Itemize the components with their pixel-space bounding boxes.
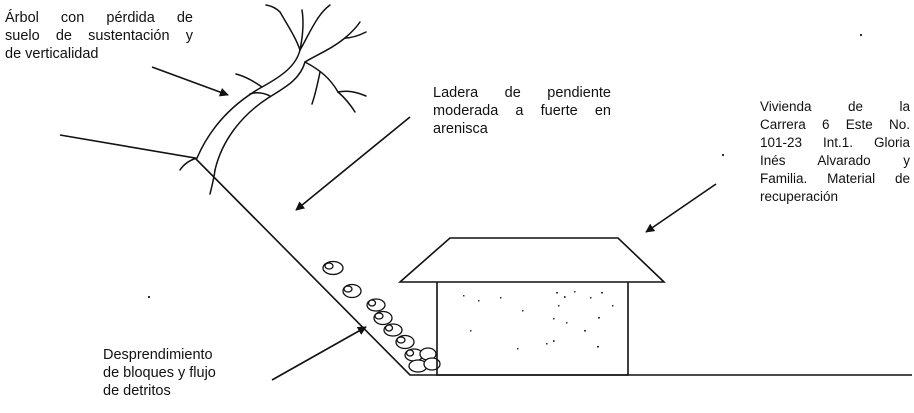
- label-debris-line: de bloques y flujo: [103, 365, 216, 381]
- fallen-blocks: [322, 260, 441, 373]
- house-roof: [397, 237, 666, 283]
- label-house-line: Carrera 6 Este No.: [760, 117, 910, 132]
- arrow-house: [645, 183, 717, 233]
- label-tree-line: suelo de sustentación y: [5, 28, 193, 44]
- stray-dot: [148, 296, 150, 298]
- label-debris-line: Desprendimiento: [103, 347, 213, 363]
- label-debris: Desprendimiento de bloques y flujo de de…: [103, 346, 263, 400]
- label-house: Vivienda de la Carrera 6 Este No. 101-23…: [760, 98, 910, 206]
- label-slope-line: arenisca: [433, 121, 488, 137]
- label-house-line: Vivienda de la: [760, 99, 910, 114]
- house-illustration: [397, 237, 666, 376]
- label-house-line: recuperación: [760, 189, 839, 204]
- label-tree-line: de verticalidad: [5, 46, 99, 62]
- label-tree: Árbol con pérdida de suelo de sustentaci…: [5, 9, 193, 63]
- label-debris-line: de detritos: [103, 383, 171, 399]
- tree-illustration: [179, 4, 367, 195]
- arrow-debris: [271, 326, 367, 381]
- stray-dot: [722, 154, 724, 156]
- label-slope: Ladera de pendiente moderada a fuerte en…: [433, 84, 611, 138]
- label-house-line: Inés Alvarado y: [760, 153, 910, 168]
- house-walls: [436, 282, 629, 376]
- label-slope-line: moderada a fuerte en: [433, 103, 611, 119]
- arrow-slope: [295, 116, 411, 211]
- arrow-tree: [151, 66, 229, 97]
- stray-dot: [860, 34, 862, 36]
- label-house-line: 101-23 Int.1. Gloria: [760, 135, 910, 150]
- label-slope-line: Ladera de pendiente: [433, 85, 611, 101]
- slope-profile: [59, 134, 912, 376]
- house-wall-speckles: [463, 291, 614, 350]
- label-house-line: Familia. Material de: [760, 171, 910, 186]
- label-tree-line: Árbol con pérdida de: [5, 10, 193, 26]
